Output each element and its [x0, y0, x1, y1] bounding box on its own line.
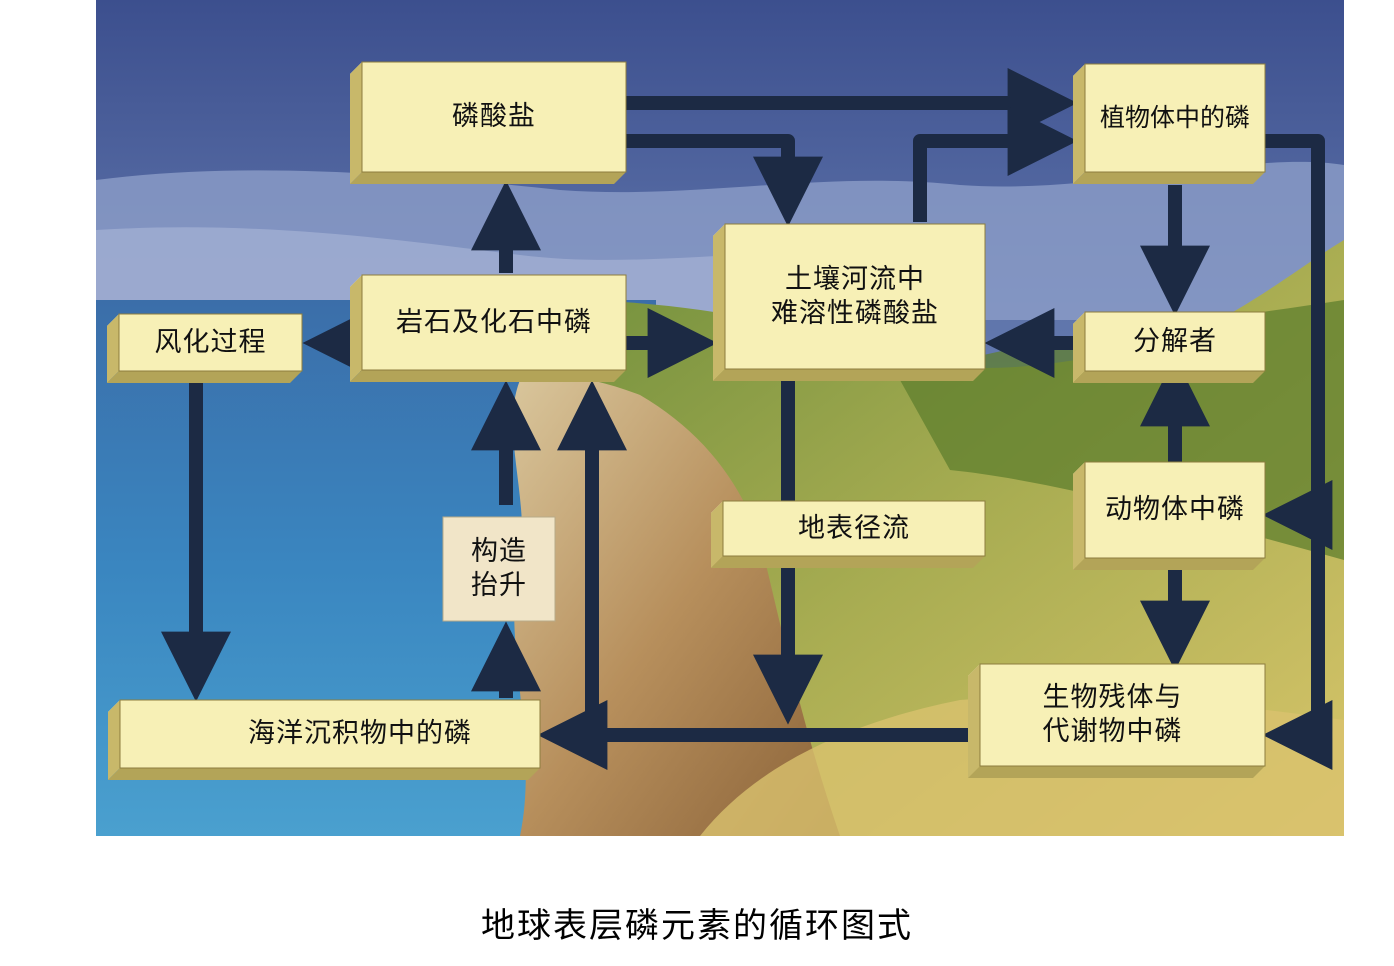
- node-phosphate: 磷酸盐: [362, 62, 626, 172]
- node-tectonic-uplift-label: 构造 抬升: [471, 535, 527, 603]
- node-animal-phosphorus-label: 动物体中磷: [1105, 493, 1245, 527]
- node-phosphate-label: 磷酸盐: [452, 100, 536, 134]
- node-weathering-label: 风化过程: [155, 326, 267, 360]
- node-ocean-sediment-label: 海洋沉积物中的磷: [188, 717, 472, 751]
- figure-caption: 地球表层磷元素的循环图式: [0, 898, 1394, 947]
- node-animal-phosphorus: 动物体中磷: [1085, 462, 1265, 558]
- node-decomposer-label: 分解者: [1133, 325, 1217, 359]
- node-rock-fossil-label: 岩石及化石中磷: [396, 306, 592, 340]
- node-rock-fossil: 岩石及化石中磷: [362, 275, 626, 370]
- node-remains-metabolites: 生物残体与 代谢物中磷: [980, 664, 1265, 766]
- node-remains-metabolites-label: 生物残体与 代谢物中磷: [1043, 681, 1183, 749]
- node-weathering: 风化过程: [119, 314, 302, 371]
- node-plant-phosphorus: 植物体中的磷: [1085, 64, 1265, 172]
- node-soil-river-label: 土壤河流中 难溶性磷酸盐: [771, 263, 939, 331]
- node-surface-runoff: 地表径流: [723, 501, 985, 556]
- node-decomposer: 分解者: [1085, 312, 1265, 371]
- node-surface-runoff-label: 地表径流: [798, 512, 910, 546]
- node-soil-river: 土壤河流中 难溶性磷酸盐: [725, 224, 985, 369]
- node-ocean-sediment: 海洋沉积物中的磷: [120, 700, 540, 768]
- node-tectonic-uplift: 构造 抬升: [443, 517, 555, 621]
- node-plant-phosphorus-label: 植物体中的磷: [1100, 101, 1250, 135]
